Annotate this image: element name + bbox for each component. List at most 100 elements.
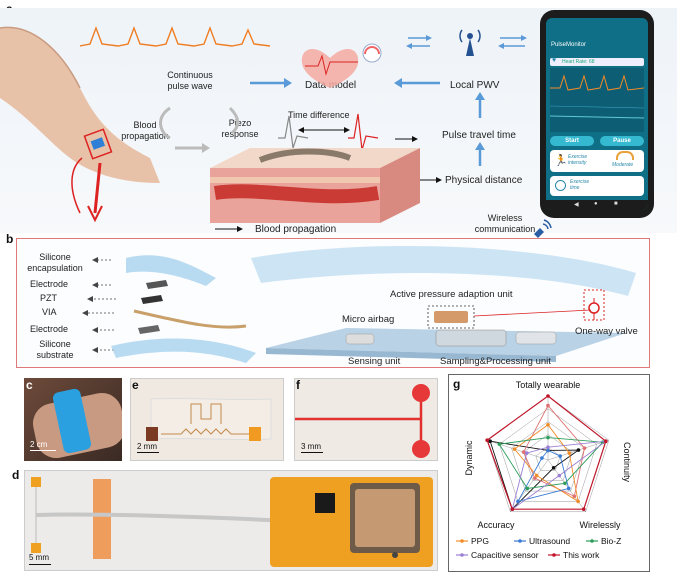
panel-g-frame (448, 374, 650, 572)
legend-label: Ultrasound (529, 536, 570, 546)
radar-point (582, 446, 587, 450)
radar-point (576, 499, 580, 504)
gauge-icon (616, 151, 634, 160)
radar-grid-ring (535, 446, 561, 471)
scale-label-d: 5 mm (29, 553, 49, 562)
exercise-time-label: Exercise time (570, 179, 590, 191)
label-continuous-pulse-wave: Continuous pulse wave (167, 70, 213, 91)
phone-nav-bar: ◀ ● ■ (546, 200, 648, 210)
radar-point (512, 447, 517, 451)
clock-icon (555, 180, 566, 191)
radar-axis-label: Dynamic (464, 440, 474, 476)
label-active-pressure-unit: Active pressure adaption unit (390, 289, 513, 300)
radar-axis-label: Continuity (622, 442, 632, 483)
microfluidic-channel (295, 384, 430, 458)
radar-spoke (487, 439, 549, 461)
label-time-difference: Time difference (288, 110, 350, 120)
layer-label-via: VIA (42, 307, 57, 317)
phone-heart-rate-label: Heart Rate: 68 (562, 59, 595, 65)
radar-point (546, 448, 550, 453)
radar-spoke (510, 459, 549, 512)
runner-icon: 🏃 (554, 155, 568, 167)
radar-point (546, 394, 550, 398)
label-blood-propagation-left: Blood propagation (121, 120, 169, 141)
legend-label: Bio-Z (601, 536, 621, 546)
legend-label: PPG (471, 536, 489, 546)
wireless-satellite-icon (534, 219, 552, 238)
panel-g-letter: g (453, 377, 461, 391)
panel-e-letter: e (132, 378, 139, 392)
legend-label: This work (563, 550, 600, 560)
phone-heart-rate-bar: ♥ Heart Rate: 68 (550, 57, 644, 66)
radar-point (533, 476, 537, 480)
radar-point (534, 473, 539, 478)
radar-axis-label: Wirelessly (579, 520, 621, 530)
scale-label-c: 2 cm (30, 440, 48, 449)
label-physical-distance: Physical distance (445, 175, 523, 186)
phone-screen: PulseMonitor ♥ Heart Rate: 68 Start Paus… (546, 18, 648, 210)
radar-point (485, 438, 489, 443)
radar-point (488, 439, 492, 444)
legend-marker (460, 553, 464, 557)
radar-point (604, 439, 608, 444)
panel-f-photo: 3 mm (294, 378, 438, 461)
radar-series-line (511, 440, 608, 511)
radar-point (546, 445, 550, 449)
panel-b-letter: b (6, 232, 14, 246)
radar-point (516, 499, 520, 504)
radar-point (576, 448, 581, 452)
radar-point (524, 451, 529, 455)
radar-grid-ring (499, 408, 597, 502)
recents-icon[interactable]: ■ (614, 201, 618, 207)
radar-series-line (513, 424, 579, 503)
home-icon[interactable]: ● (594, 201, 598, 207)
layer-label-substrate: Silicone substrate (36, 339, 74, 360)
label-one-way-valve: One-way valve (575, 326, 638, 337)
layer-label-electrode-top: Electrode (30, 279, 69, 289)
radar-series-line (486, 395, 607, 510)
serpentine-electrode (146, 397, 272, 441)
radar-point (551, 465, 556, 470)
scale-bar-d (29, 564, 51, 565)
pulse-wave-trace (80, 26, 271, 47)
exercise-intensity-value: Moderate (612, 162, 634, 168)
label-pulse-travel-time: Pulse travel time (442, 130, 516, 141)
start-button[interactable]: Start (550, 136, 594, 146)
label-sensing-unit: Sensing unit (348, 356, 401, 367)
label-sampling-unit: Sampling&Processing unit (440, 356, 551, 367)
panel-d-photo: 5 mm (24, 470, 438, 571)
scale-bar-f (301, 452, 323, 453)
layer-label-encapsulation: Silicone encapsulation (27, 252, 83, 273)
radar-point (546, 435, 550, 440)
legend-marker (460, 539, 464, 543)
legend-marker (552, 553, 556, 557)
phone-app-title: PulseMonitor (551, 42, 587, 48)
arm-illustration (0, 26, 160, 223)
smartphone: PulseMonitor ♥ Heart Rate: 68 Start Paus… (540, 10, 654, 218)
panel-d-letter: d (12, 468, 20, 482)
scale-bar-e (137, 452, 159, 453)
exercise-time-card: Exercise time (550, 176, 644, 196)
radar-point (546, 403, 550, 408)
pause-button[interactable]: Pause (600, 136, 644, 146)
back-icon[interactable]: ◀ (574, 202, 579, 208)
panel-e-photo: 2 mm (130, 378, 284, 461)
radar-grid-ring (523, 434, 573, 481)
layer-label-pzt: PZT (40, 293, 57, 303)
panel-c-letter: c (26, 378, 33, 392)
panel-f-letter: f (296, 378, 300, 392)
radar-point (558, 454, 562, 458)
radar-series-line (498, 437, 604, 489)
radar-point (581, 507, 586, 511)
scale-bar-c (30, 450, 56, 451)
radar-point (510, 507, 515, 511)
device-photo (31, 477, 433, 567)
phone-chart (550, 68, 644, 132)
label-wireless-communication: Wireless communication (474, 213, 536, 234)
radar-point (521, 450, 526, 454)
radar-point (546, 423, 550, 427)
label-piezo-response: Piezo response (221, 118, 259, 139)
radar-point (572, 494, 577, 499)
radar-point (525, 486, 530, 491)
radar-axis-label: Accuracy (477, 520, 515, 530)
